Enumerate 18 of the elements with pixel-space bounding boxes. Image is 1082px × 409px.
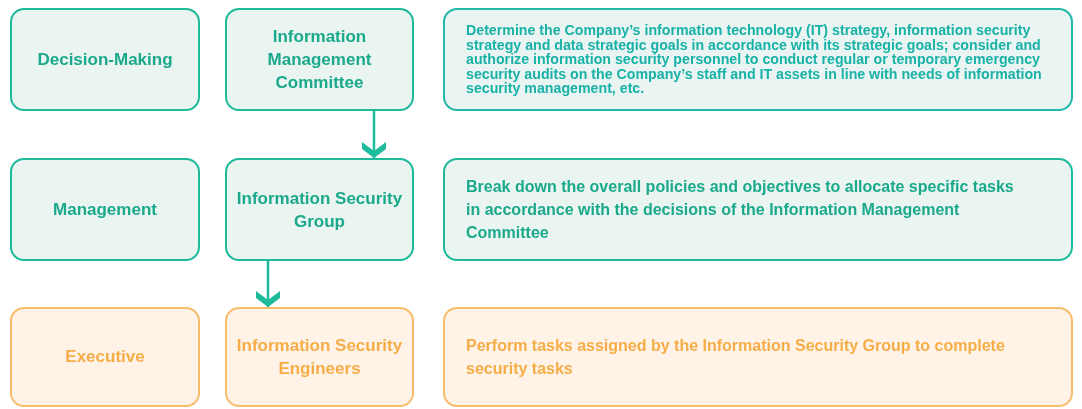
description-box (443, 8, 1073, 111)
node-label: Information Security Engineers (235, 335, 404, 380)
description-box (443, 158, 1073, 261)
node-label: Decision-Making (37, 49, 173, 70)
level-box (10, 8, 200, 111)
level-box (10, 307, 200, 407)
node-label: Information Security Group (235, 187, 404, 233)
role-box (225, 158, 414, 261)
node-label: Information Management Committee (266, 26, 373, 94)
description-text: Determine the Company’s information technology (IT) strategy, information security strategy and data strategic goals in accordance with its strategic goals; consider and authorize information security personnel to conduct regular or temporary emergency security audits on the Company’s staff and IT assets in line with needs of information security management, etc. (466, 23, 1043, 96)
node-label: Management (53, 199, 157, 220)
role-box (225, 307, 414, 407)
description-box (443, 307, 1073, 407)
description-text: Break down the overall policies and objectives to allocate specific tasks in accordance with the decisions of the Information Management Committee (466, 177, 1015, 243)
role-box (225, 8, 414, 111)
description-text: Perform tasks assigned by the Information Security Group to complete security tasks (466, 336, 1006, 379)
level-box (10, 158, 200, 261)
node-label: Executive (65, 347, 145, 367)
